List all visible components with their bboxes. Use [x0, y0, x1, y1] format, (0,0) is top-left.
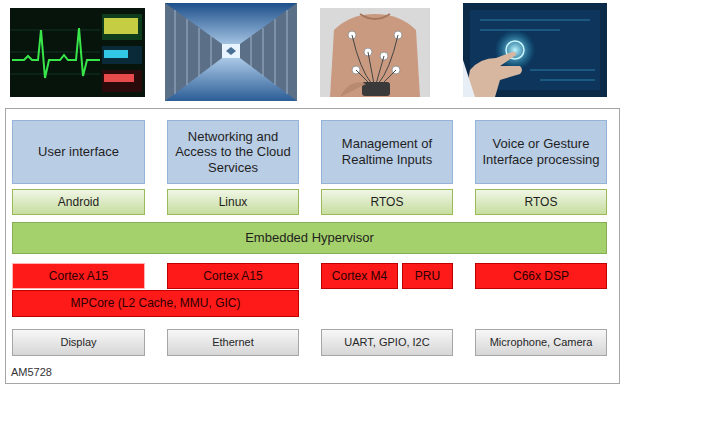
os-box: RTOS [475, 189, 607, 215]
application-box: Networking and Access to the Cloud Servi… [167, 120, 299, 184]
patient-photo [320, 8, 430, 97]
block-label: UART, GPIO, I2C [344, 336, 429, 349]
server-room-photo [165, 3, 297, 101]
block-label: Embedded Hypervisor [245, 230, 374, 246]
block-label: Cortex A15 [49, 269, 108, 283]
core-box: PRU [402, 263, 453, 289]
application-box: Voice or Gesture Interface processing [475, 120, 607, 184]
block-label: RTOS [371, 195, 404, 209]
block-label: Android [58, 195, 99, 209]
block-label: User interface [38, 144, 119, 160]
chip-name: AM5728 [11, 366, 52, 379]
os-box: Linux [167, 189, 299, 215]
block-label: Linux [219, 195, 248, 209]
peripheral-box: UART, GPIO, I2C [321, 329, 453, 356]
block-label: C66x DSP [513, 269, 569, 283]
block-label: MPCore (L2 Cache, MMU, GIC) [70, 296, 240, 310]
os-box: Android [12, 189, 145, 215]
block-label: Ethernet [212, 336, 254, 349]
block-label: Microphone, Camera [490, 336, 593, 349]
core-box: Cortex M4 [321, 263, 398, 289]
touch-screen-photo [463, 3, 607, 97]
monitor-photo [10, 8, 145, 97]
core-box: Cortex A15 [167, 263, 299, 289]
os-box: RTOS [321, 189, 453, 215]
soc-frame: AM5728 User interface Networking and Acces… [5, 108, 620, 384]
block-label: Display [60, 336, 96, 349]
application-box: User interface [12, 120, 145, 184]
block-label: Cortex A15 [203, 269, 262, 283]
hypervisor-bar: Embedded Hypervisor [12, 222, 607, 254]
application-box: Management of Realtime Inputs [321, 120, 453, 184]
core-box: Cortex A15 [12, 263, 145, 289]
block-label: Management of Realtime Inputs [328, 136, 446, 167]
peripheral-box: Microphone, Camera [475, 329, 607, 356]
block-label: PRU [415, 269, 440, 283]
core-box: C66x DSP [475, 263, 607, 289]
block-label: Voice or Gesture Interface processing [482, 136, 600, 167]
block-label: Networking and Access to the Cloud Servi… [174, 129, 292, 176]
block-label: RTOS [525, 195, 558, 209]
mpcore-box: MPCore (L2 Cache, MMU, GIC) [12, 290, 299, 317]
block-label: Cortex M4 [332, 269, 387, 283]
peripheral-box: Display [12, 329, 145, 356]
peripheral-box: Ethernet [167, 329, 299, 356]
